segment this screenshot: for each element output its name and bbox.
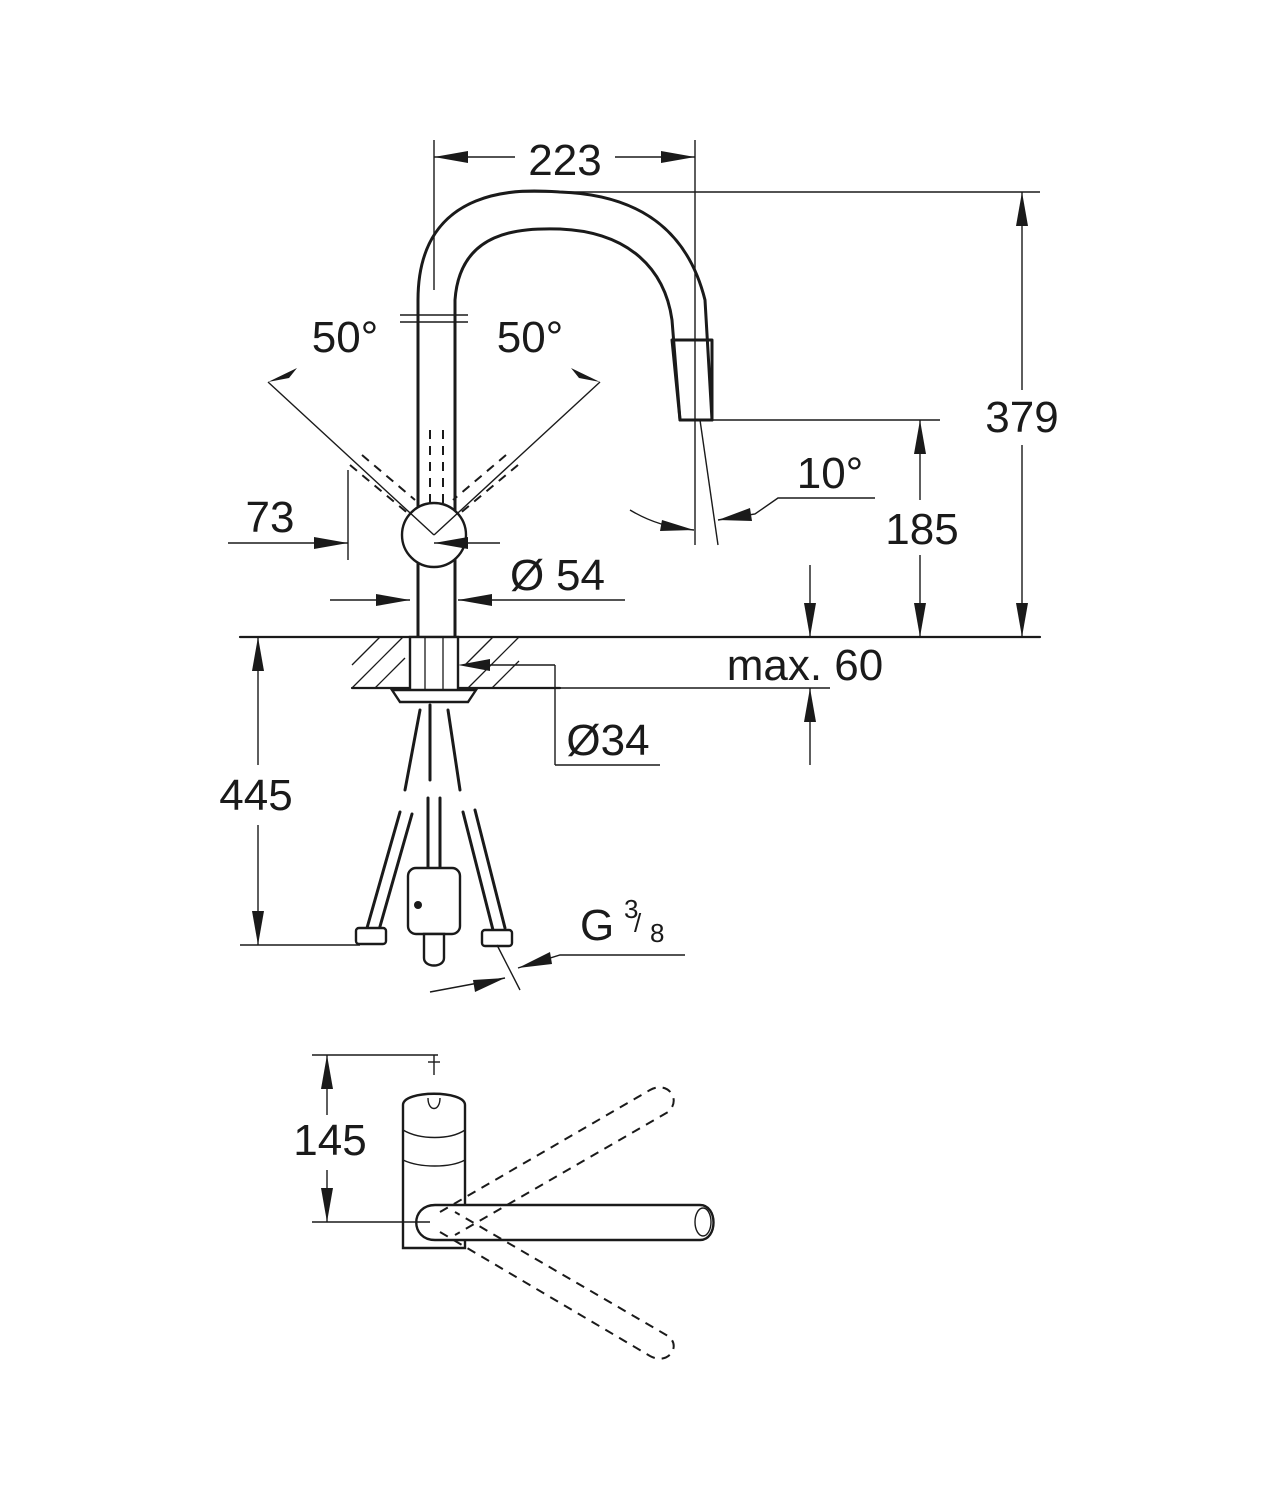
hose-fitting-right: [480, 928, 514, 948]
dimension-lines: [228, 140, 1040, 993]
label-angle-left: 50°: [312, 313, 379, 362]
hose-weight-marker: [414, 901, 422, 909]
label-145: 145: [293, 1116, 366, 1165]
dimension-labels: 223 379 50° 50° 73 10° 185 Ø 54 max. 60 …: [219, 136, 1058, 1165]
lever-right-position: [457, 464, 519, 516]
label-445: 445: [219, 771, 292, 820]
deck-hatch-left: [351, 636, 406, 689]
label-34: Ø34: [566, 716, 649, 765]
deck-section: [238, 635, 1042, 967]
label-max-60: max. 60: [727, 641, 884, 690]
spout-inner: [453, 227, 682, 638]
label-379: 379: [985, 393, 1058, 442]
hose-weight-tail: [422, 932, 446, 967]
label-angle-spray: 10°: [797, 449, 864, 498]
label-diameter-sign: Ø: [510, 551, 544, 600]
lever-swing-up: [439, 1086, 675, 1236]
lever-swing-down: [439, 1211, 675, 1360]
hose-fitting-left: [354, 926, 388, 946]
top-view-lever: [415, 1203, 715, 1242]
faucet-top-view: [312, 1054, 715, 1360]
supply-hoses: [354, 703, 514, 967]
label-thread-den: 8: [650, 918, 664, 948]
label-thread-slash: /: [634, 908, 642, 938]
lever-left-position: [349, 464, 411, 516]
hose-weight: [406, 866, 462, 936]
label-54: 54: [556, 551, 605, 600]
label-73: 73: [246, 493, 295, 542]
label-185: 185: [885, 505, 958, 554]
lever-right-position: [452, 454, 507, 501]
label-angle-right: 50°: [497, 313, 564, 362]
mounting-nut: [389, 688, 479, 704]
mounting-shank: [408, 635, 460, 695]
label-thread-g: G: [580, 901, 614, 950]
lever-left-position: [361, 454, 416, 501]
label-223: 223: [528, 136, 601, 185]
label-thread-num: 3: [624, 894, 638, 924]
